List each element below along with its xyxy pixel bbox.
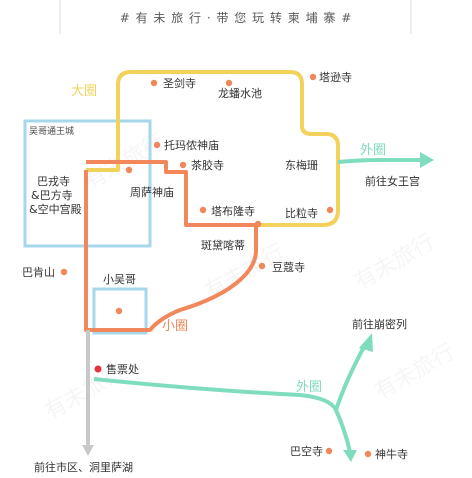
outer-circle-north-arrow	[420, 152, 434, 168]
ticket-office-dot	[94, 365, 102, 373]
banteay-kdei-dot	[254, 220, 262, 228]
small-circle-route	[84, 160, 258, 332]
preah-ko-dot	[364, 450, 372, 458]
label-ta-prohm-kel: 托玛侬神庙	[164, 138, 219, 152]
label-to-city: 前往市区、洞里萨湖	[34, 460, 133, 474]
srah-srang-dot	[258, 262, 266, 270]
outer-circle-east-arrow	[359, 333, 373, 352]
label-preah-ko: 神牛寺	[375, 447, 408, 461]
angkor-thom-box-title: 吴哥通王城	[29, 126, 74, 137]
page-title: # 有 未 旅 行 · 带 您 玩 转 柬 埔 寨 #	[120, 10, 353, 25]
ta-prohm-kel-dot	[153, 141, 161, 149]
site-dots	[60, 73, 372, 458]
ta-som-dot	[309, 73, 317, 81]
header-banner: # 有 未 旅 行 · 带 您 玩 转 柬 埔 寨 #	[59, 0, 412, 34]
outer-circle-tag-east: 外圈	[296, 380, 322, 395]
preah-khan-dot	[150, 79, 158, 87]
outer-circle-south-arrow	[343, 450, 357, 462]
label-ta-som: 塔逊寺	[319, 71, 352, 84]
label-to-beng-mealea: 前往崩密列	[352, 317, 407, 331]
label-preah-khan: 圣剑寺	[163, 76, 196, 90]
label-zhousa: 周萨神庙	[130, 185, 174, 199]
bakong-dot	[325, 447, 333, 455]
outer-circle-tag-north: 外圈	[360, 143, 386, 158]
pre-rup-dot	[326, 206, 334, 214]
outer-circle-route-south	[334, 409, 352, 453]
angkor-wat-box	[92, 287, 148, 335]
label-angkor-wat: 小吴哥	[103, 273, 136, 286]
label-chau-say: 茶胶寺	[191, 158, 224, 172]
big-circle-route	[86, 70, 340, 227]
label-bayon-baphuon-phimeanakas: 巴戎寺&巴方寺&空中宫殿	[29, 175, 82, 216]
label-bayon-line: 巴戎寺	[37, 175, 70, 188]
label-srah-srang: 豆蔻寺	[272, 261, 305, 274]
angkor-wat-dot	[115, 307, 123, 315]
label-pre-rup: 比粒寺	[285, 206, 318, 220]
outer-circle-route-east	[93, 344, 367, 416]
label-bayon-line: &巴方寺	[31, 188, 73, 202]
road-to-city-arrow	[82, 445, 94, 456]
zhousa-dot	[125, 166, 133, 174]
label-to-banteay-srei: 前往女王宫	[365, 174, 420, 188]
label-bakong: 巴空寺	[290, 444, 323, 458]
big-circle-tag: 大圈	[71, 84, 97, 99]
small-circle-tag: 小圈	[162, 319, 188, 334]
label-phnom-bakheng: 巴肯山	[22, 266, 55, 279]
label-ta-prohm: 塔布隆寺	[211, 204, 255, 218]
label-bayon-line: &空中宫殿	[29, 202, 82, 216]
label-neak-pean: 龙蟠水池	[218, 87, 262, 100]
outer-circle-route-north	[337, 158, 420, 164]
label-banteay-kdei: 斑黛喀蒂	[201, 239, 245, 252]
label-east-mebon: 东梅珊	[285, 158, 318, 172]
neak-pean-dot	[225, 79, 233, 87]
site-labels: 圣剑寺 龙蟠水池 塔逊寺 托玛侬神庙 茶胶寺 东梅珊 周萨神庙 塔布隆寺 比粒寺…	[22, 71, 420, 474]
chau-say-dot	[179, 161, 187, 169]
phnom-bakheng-dot	[60, 268, 68, 276]
label-ticket-office: 售票处	[106, 362, 139, 376]
ta-prohm-dot	[199, 206, 207, 214]
